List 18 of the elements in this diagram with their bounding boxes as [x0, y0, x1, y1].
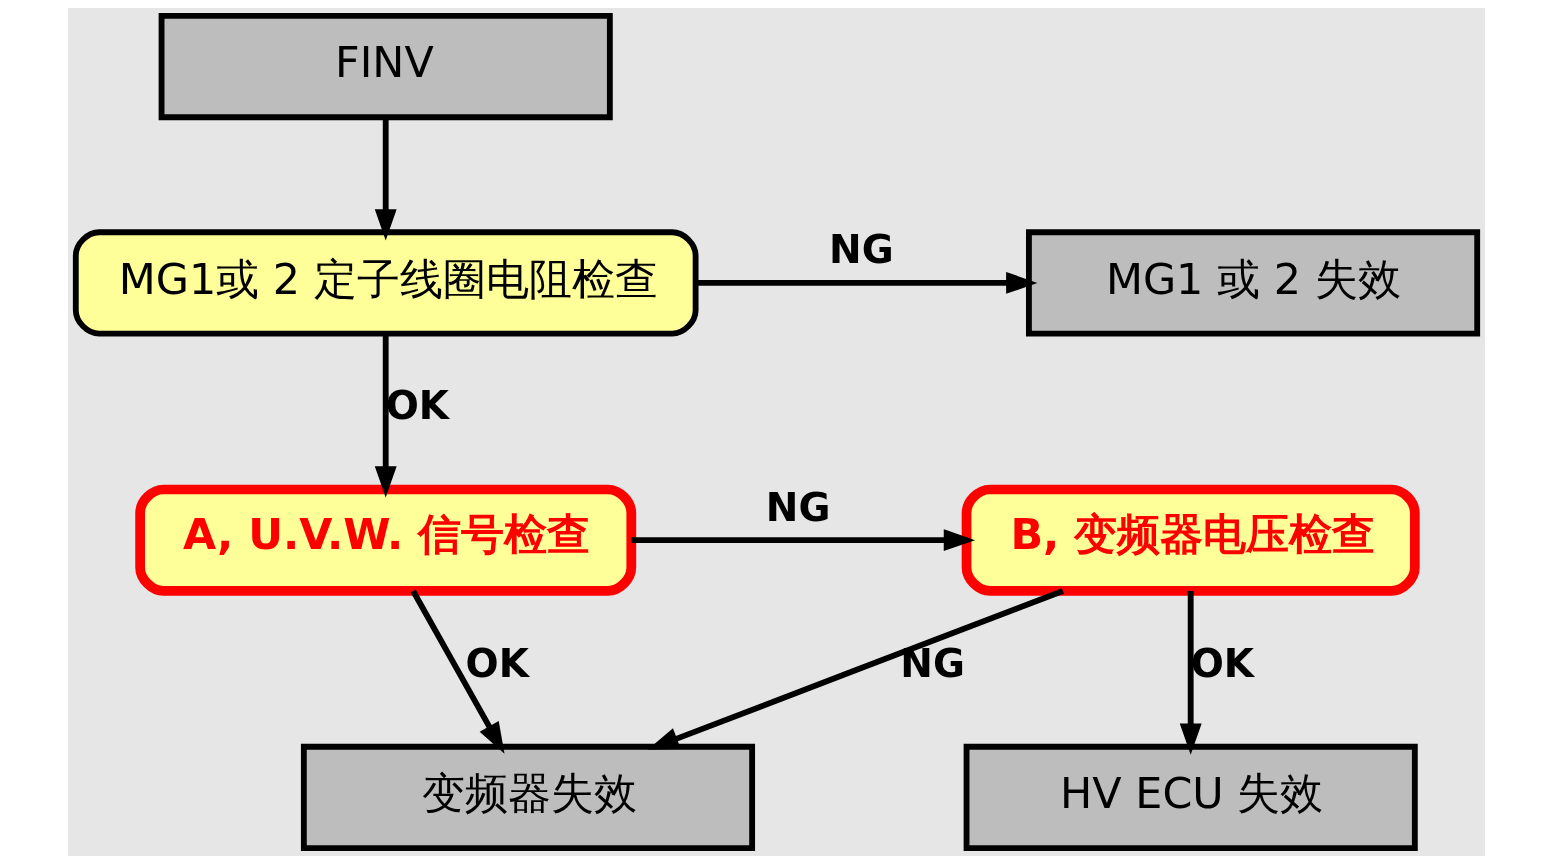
- edge-label: NG: [900, 640, 965, 686]
- edge-label: NG: [765, 484, 831, 530]
- node-box: MG1 或 2 失效: [1026, 229, 1481, 337]
- edge-label: OK: [465, 640, 529, 686]
- edge-label: NG: [829, 227, 894, 273]
- node-box: MG1或 2 定子线圈电阻检查: [72, 229, 699, 337]
- arrow: [647, 588, 1064, 750]
- node-box: 变频器失效: [300, 743, 756, 852]
- node-box: FINV: [158, 12, 613, 121]
- arrow: [1179, 591, 1202, 755]
- arrow: [695, 271, 1038, 294]
- node-box: B, 变频器电压检查: [961, 484, 1420, 596]
- node-box: A, U.V.W. 信号检查: [135, 484, 637, 596]
- arrow: [374, 117, 397, 241]
- arrow: [410, 589, 505, 754]
- arrow: [374, 333, 397, 498]
- arrow: [631, 529, 976, 552]
- node-box: HV ECU 失效: [963, 743, 1418, 852]
